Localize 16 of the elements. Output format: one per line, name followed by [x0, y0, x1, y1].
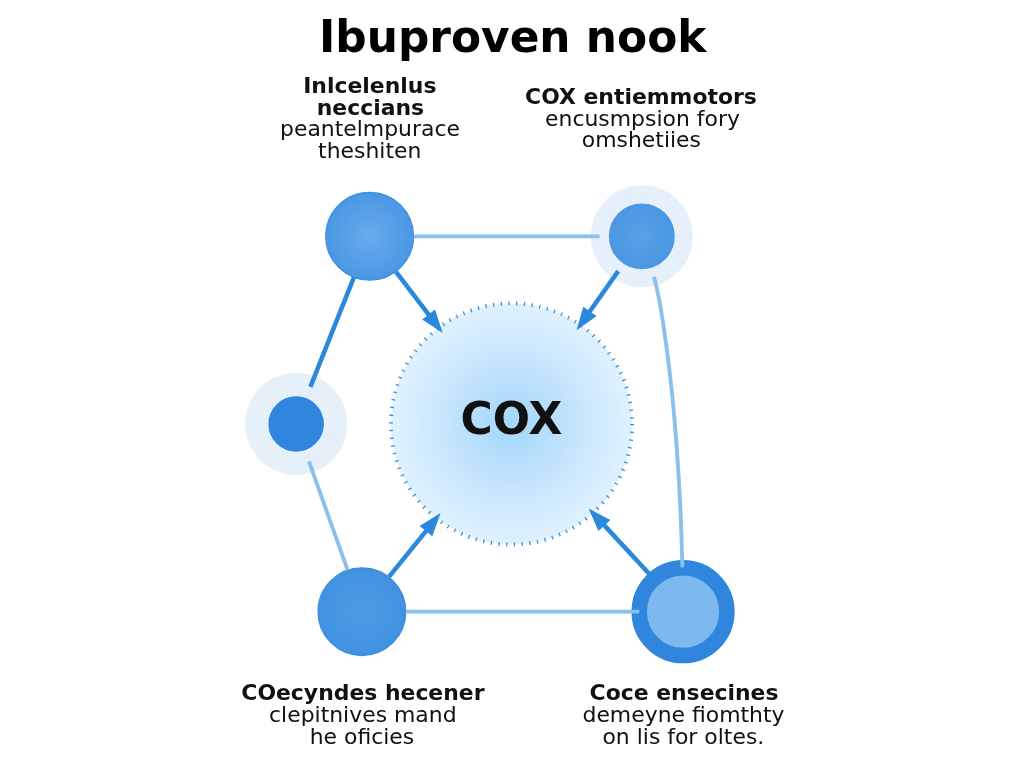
node-label: COecyndes hecener	[240, 680, 485, 706]
diagram-title: Ibuproven nook	[318, 11, 706, 63]
connector	[651, 276, 684, 568]
node-circle: COX	[388, 301, 634, 547]
arrow	[386, 513, 441, 579]
connector	[413, 234, 599, 239]
node-circle	[316, 567, 406, 657]
arrow	[576, 269, 620, 331]
connector	[307, 276, 356, 388]
node-circle	[590, 185, 693, 288]
connector	[405, 609, 639, 614]
node-circle	[631, 560, 735, 664]
connector	[306, 460, 349, 571]
arrow	[393, 270, 443, 333]
node-circle	[324, 191, 414, 281]
node-circle	[244, 373, 347, 475]
